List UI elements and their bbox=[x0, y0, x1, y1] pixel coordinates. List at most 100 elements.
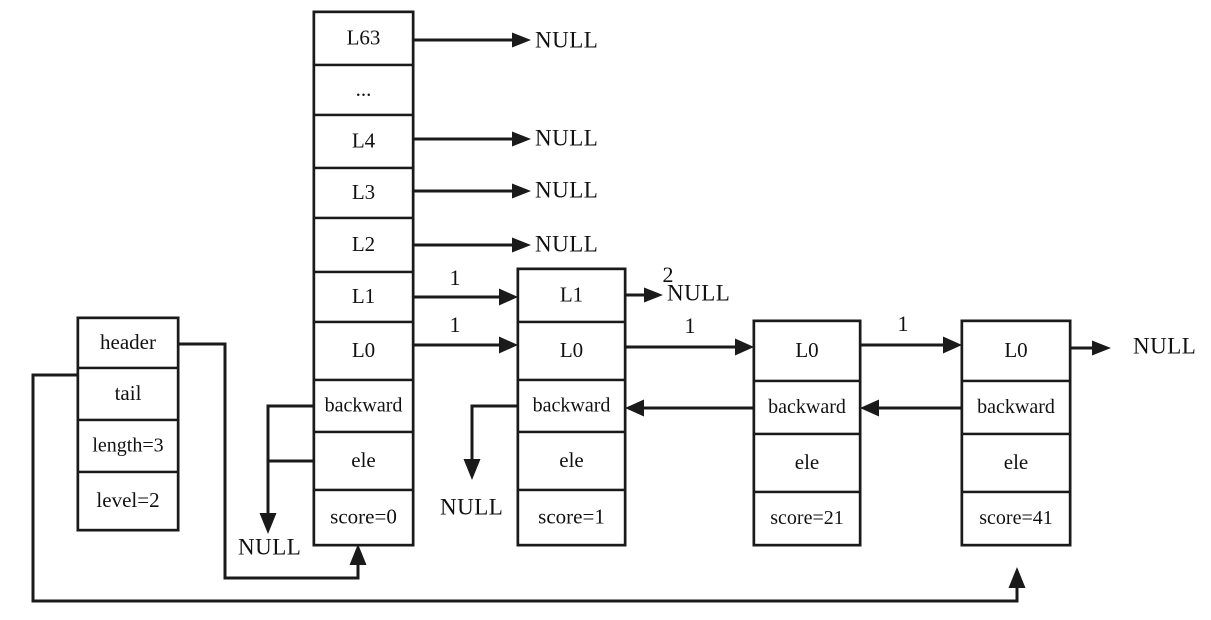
header-pointer bbox=[178, 342, 367, 580]
forward-l63-null bbox=[413, 32, 531, 48]
null-from-l3: NULL bbox=[535, 177, 598, 202]
header-node-levels-ellipsis-cell: ... bbox=[312, 63, 415, 117]
header-node-level-3-cell: L3 bbox=[312, 166, 415, 220]
forward-l4-null bbox=[413, 131, 531, 147]
span-node1-l0: 1 bbox=[685, 313, 696, 338]
level-field-rect bbox=[76, 470, 180, 532]
ele-cell-label: ele bbox=[559, 448, 583, 472]
forward-node1-l0-node2 bbox=[625, 338, 754, 356]
null-from-node1-backward: NULL bbox=[440, 494, 503, 519]
node-score-1-level-1-cell: L1 bbox=[516, 267, 627, 324]
header-node-level-1-cell: L1 bbox=[312, 270, 415, 324]
forward-l2-null bbox=[413, 237, 531, 253]
backward-node1-null bbox=[463, 404, 518, 480]
ele-cell-rect bbox=[516, 430, 627, 492]
tail-pointer bbox=[31, 373, 1026, 603]
tail-field-label: tail bbox=[115, 381, 142, 405]
zskiplist-struct-tail-field: tail bbox=[76, 366, 180, 422]
node-score-21: L0 backward ele score=21 bbox=[752, 319, 862, 547]
header-node-level-4-cell: L4 bbox=[312, 113, 415, 170]
forward-header-l1-node1 bbox=[413, 288, 518, 306]
level-0-cell-label: L0 bbox=[1004, 338, 1027, 362]
span-node2-l0: 1 bbox=[898, 311, 909, 336]
backward-cell-rect bbox=[312, 378, 415, 434]
backward-cell-label: backward bbox=[325, 395, 403, 417]
header-node-level-2-cell: L2 bbox=[312, 216, 415, 274]
level-0-cell-label: L0 bbox=[795, 338, 818, 362]
level-3-cell-label: L3 bbox=[352, 180, 375, 204]
header-field-label: header bbox=[100, 330, 156, 354]
null-from-l63: NULL bbox=[535, 27, 598, 52]
backward-pointers-layer bbox=[259, 399, 962, 534]
level-0-cell-rect bbox=[960, 319, 1072, 383]
ele-cell-label: ele bbox=[351, 448, 375, 472]
level-0-cell-label: L0 bbox=[560, 338, 583, 362]
zskiplist-struct: header tail length=3 level=2 bbox=[76, 316, 180, 532]
levels-ellipsis-cell-rect bbox=[312, 63, 415, 117]
null-from-header-backward: NULL bbox=[238, 534, 301, 559]
node-score-21-level-0-cell: L0 bbox=[752, 319, 862, 383]
length-field-label: length=3 bbox=[92, 435, 163, 457]
header-node-level-0-cell: L0 bbox=[312, 320, 415, 382]
node-score-1-level-0-cell: L0 bbox=[516, 320, 627, 382]
forward-pointers-layer bbox=[413, 32, 1111, 356]
score-cell-label: score=21 bbox=[770, 507, 843, 529]
level-0-cell-rect bbox=[752, 319, 862, 383]
null-from-node3-l0: NULL bbox=[1133, 333, 1196, 358]
backward-header-null bbox=[259, 404, 314, 534]
null-from-node1-l1: NULL bbox=[667, 280, 730, 305]
level-63-cell-label: L63 bbox=[347, 25, 381, 49]
zskiplist-struct-length-field: length=3 bbox=[76, 418, 180, 474]
span-node1-l1: 2 bbox=[663, 262, 674, 287]
header-node-level-63-cell: L63 bbox=[312, 10, 415, 67]
node-score-21-ele-cell: ele bbox=[752, 432, 862, 494]
score-cell-rect bbox=[516, 488, 627, 547]
level-0-cell-rect bbox=[516, 320, 627, 382]
levels-ellipsis-cell-label: ... bbox=[356, 77, 372, 101]
score-cell-rect bbox=[752, 490, 862, 547]
backward-cell-label: backward bbox=[533, 395, 611, 417]
level-0-cell-label: L0 bbox=[352, 338, 375, 362]
header-node-ele-cell: ele bbox=[312, 430, 415, 492]
level-field-label: level=2 bbox=[96, 488, 159, 512]
forward-header-l0-node1 bbox=[413, 336, 518, 354]
score-cell-rect bbox=[960, 490, 1072, 547]
forward-node1-l1-null bbox=[625, 287, 663, 303]
ele-cell-rect bbox=[752, 432, 862, 494]
null-from-l2: NULL bbox=[535, 231, 598, 256]
skiplist-nodes-layer: L63...L4L3L2L1L0backwardelescore=0L1L0ba… bbox=[312, 10, 1072, 547]
forward-node2-l0-node3 bbox=[860, 336, 962, 354]
backward-cell-rect bbox=[516, 378, 627, 434]
score-cell-label: score=1 bbox=[538, 504, 605, 528]
struct-pointers-layer bbox=[31, 342, 1026, 603]
ele-cell-rect bbox=[960, 432, 1072, 494]
ele-cell-label: ele bbox=[795, 450, 819, 474]
node-score-41-score-cell: score=41 bbox=[960, 490, 1072, 547]
score-cell-label: score=41 bbox=[979, 507, 1052, 529]
node-score-1-ele-cell: ele bbox=[516, 430, 627, 492]
backward-cell-label: backward bbox=[768, 396, 846, 418]
zskiplist-struct-box: header tail length=3 level=2 bbox=[76, 316, 180, 532]
level-1-cell-label: L1 bbox=[352, 284, 375, 308]
forward-node3-l0-null bbox=[1070, 340, 1111, 356]
level-1-cell-label: L1 bbox=[560, 282, 583, 306]
level-2-cell-label: L2 bbox=[352, 232, 375, 256]
backward-node2-node1 bbox=[625, 399, 754, 417]
node-score-21-backward-cell: backward bbox=[752, 379, 862, 436]
zskiplist-struct-level-field: level=2 bbox=[76, 470, 180, 532]
backward-cell-label: backward bbox=[977, 396, 1055, 418]
null-from-l4: NULL bbox=[535, 125, 598, 150]
node-score-1-backward-cell: backward bbox=[516, 378, 627, 434]
node-score-41-level-0-cell: L0 bbox=[960, 319, 1072, 383]
length-field-rect bbox=[76, 418, 180, 474]
zskiplist-struct-header-field: header bbox=[76, 316, 180, 370]
backward-node3-node2 bbox=[860, 399, 962, 417]
backward-cell-rect bbox=[960, 379, 1072, 436]
node-score-1-score-cell: score=1 bbox=[516, 488, 627, 547]
